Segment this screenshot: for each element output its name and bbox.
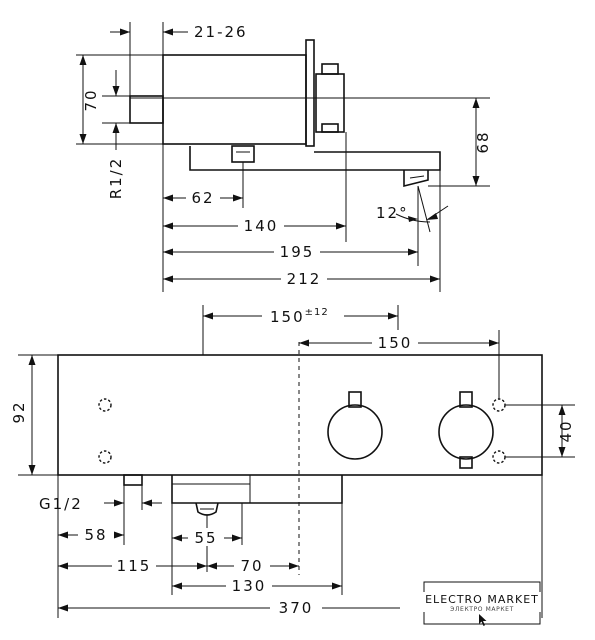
dim-front-height: 92 [10, 400, 28, 423]
dim-150-main-value: 150 [270, 308, 305, 326]
dim-62: 62 [191, 189, 214, 207]
dim-55: 55 [194, 529, 217, 547]
dim-hole-distance: 150 [378, 334, 413, 352]
connector-side [231, 145, 255, 163]
dim-inlet-thread-front: G1/2 [39, 495, 83, 513]
mounting-hole-bottom-right [492, 450, 506, 464]
dim-212: 212 [287, 270, 322, 288]
dim-70: 70 [240, 557, 263, 575]
inlet-pipe [129, 95, 164, 124]
thermostat-body-front [57, 354, 543, 476]
mounting-hole-bottom-left [98, 450, 112, 464]
front-view: 150±12 150 92 40 G1/2 [10, 302, 575, 618]
dim-370: 370 [279, 599, 314, 617]
spout-front [171, 475, 343, 504]
knob-cap-top [321, 63, 339, 75]
dim-58: 58 [84, 526, 107, 544]
thermostat-body-side [162, 54, 307, 145]
watermark-title: ELECTRO MARKET [425, 593, 539, 606]
spout-side [189, 146, 441, 171]
aerator-side [403, 170, 429, 188]
dim-inlet-thread: R1/2 [107, 157, 125, 200]
dim-hole-vertical: 40 [557, 419, 575, 442]
dim-wall-thickness: 21-26 [194, 23, 248, 41]
cursor-icon [479, 614, 487, 626]
side-view: 21-26 70 R1/2 68 62 [76, 22, 492, 292]
mounting-hole-top-left [98, 398, 112, 412]
dim-knob-distance-main: 150±12 [270, 307, 329, 326]
wall-plate [305, 39, 315, 147]
dim-spout-angle: 12° [376, 204, 409, 222]
dim-body-height: 70 [82, 88, 100, 111]
knob-left [327, 391, 383, 460]
electro-market-watermark: ELECTRO MARKET ЭЛЕКТРО МАРКЕТ [423, 581, 541, 626]
dim-130: 130 [232, 577, 267, 595]
dim-140: 140 [244, 217, 279, 235]
watermark-subtitle: ЭЛЕКТРО МАРКЕТ [450, 606, 514, 613]
mounting-hole-top-right [492, 398, 506, 412]
inlet-connector-front [123, 474, 143, 486]
dim-195: 195 [280, 243, 315, 261]
knob-cap-bottom [321, 123, 339, 133]
dim-115: 115 [117, 557, 152, 575]
knob-right [438, 391, 494, 469]
dim-spout-drop: 68 [474, 130, 492, 153]
dim-150-tolerance: ±12 [305, 307, 329, 318]
